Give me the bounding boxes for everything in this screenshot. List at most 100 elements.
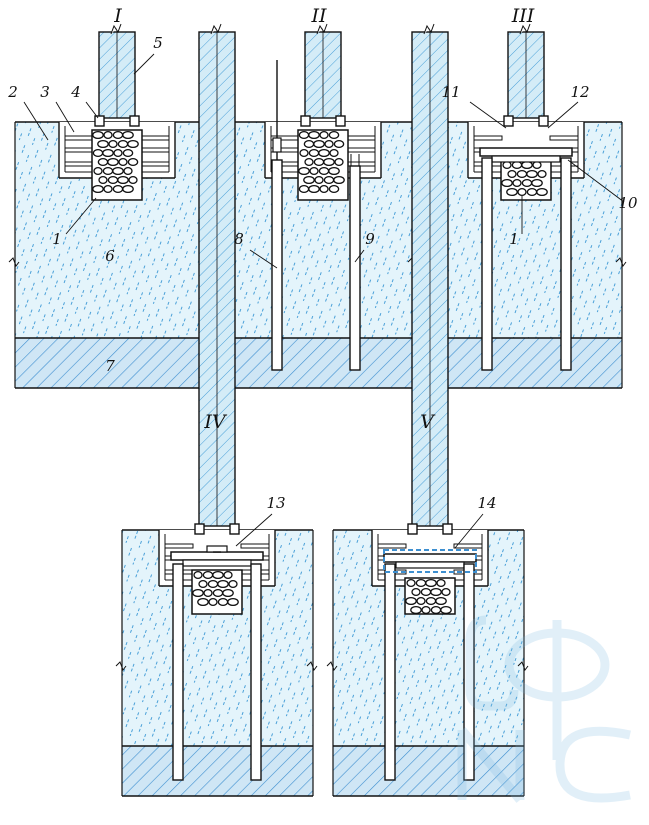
stage-panel-s2 bbox=[216, 23, 419, 389]
stone bbox=[324, 139, 334, 149]
stone bbox=[127, 139, 139, 149]
bearing-pad-left bbox=[300, 115, 311, 127]
stage-panel-s1 bbox=[8, 23, 211, 389]
beam-plate bbox=[182, 559, 252, 567]
stone bbox=[197, 597, 209, 607]
callout-s1-0: 1 bbox=[52, 230, 62, 248]
left-break-mark bbox=[326, 661, 338, 672]
stone bbox=[507, 169, 517, 179]
callout-s3-3: 1 bbox=[509, 230, 519, 248]
stone bbox=[405, 596, 417, 606]
stone bbox=[208, 597, 218, 607]
callout-s3-0: 11 bbox=[441, 83, 460, 101]
stone bbox=[227, 597, 239, 607]
stone bbox=[299, 148, 309, 158]
bearing-pad-right bbox=[129, 115, 140, 127]
stone bbox=[526, 187, 538, 197]
stone bbox=[128, 175, 138, 185]
rubble-stones bbox=[500, 159, 552, 201]
stone bbox=[329, 148, 339, 158]
stage-label-s5: V bbox=[420, 411, 436, 433]
pile-0 bbox=[481, 157, 493, 371]
stone bbox=[303, 175, 315, 185]
stone bbox=[411, 587, 421, 597]
stone bbox=[122, 184, 134, 194]
stone bbox=[192, 588, 204, 598]
strut-right-1 bbox=[346, 147, 376, 153]
strut-left-0 bbox=[377, 543, 407, 549]
wall-column bbox=[411, 23, 449, 527]
stone bbox=[333, 139, 345, 149]
stone bbox=[304, 157, 314, 167]
pile-0 bbox=[172, 563, 184, 781]
callout-leader bbox=[23, 101, 49, 141]
callout-leader bbox=[454, 513, 484, 549]
strut-left-0 bbox=[473, 135, 503, 141]
beam-plate bbox=[491, 155, 561, 163]
bearing-pad-right bbox=[229, 523, 240, 535]
stone bbox=[328, 184, 340, 194]
dense-soil-layer bbox=[122, 746, 313, 796]
stone bbox=[531, 178, 543, 188]
drilled-casing bbox=[271, 159, 283, 371]
stone bbox=[537, 169, 547, 179]
dense-soil-layer bbox=[223, 338, 414, 388]
strut-left-0 bbox=[164, 543, 194, 549]
left-break-mark bbox=[115, 661, 127, 672]
stone bbox=[212, 588, 224, 598]
stone bbox=[425, 596, 437, 606]
callout-s1-3: 4 bbox=[70, 83, 81, 101]
strut-right-0 bbox=[140, 135, 170, 141]
callout-s2-0: 8 bbox=[234, 230, 244, 248]
jack-head bbox=[206, 545, 228, 553]
stone bbox=[430, 587, 442, 597]
dense-soil-layer bbox=[333, 746, 524, 796]
dense-soil-layer bbox=[15, 338, 206, 388]
stone bbox=[298, 184, 310, 194]
stone bbox=[512, 178, 522, 188]
stone bbox=[298, 166, 310, 176]
stone bbox=[127, 157, 139, 167]
rubble-stones bbox=[91, 129, 143, 201]
stone bbox=[517, 187, 527, 197]
callout-s2-1: 9 bbox=[365, 230, 375, 248]
stone bbox=[97, 157, 109, 167]
stone bbox=[298, 130, 310, 140]
stone bbox=[93, 166, 103, 176]
callout-leader bbox=[469, 101, 507, 129]
column-break-mark bbox=[423, 23, 435, 35]
pile-installed bbox=[349, 165, 361, 371]
stone bbox=[502, 160, 512, 170]
callout-s3-2: 10 bbox=[618, 194, 638, 212]
stone bbox=[425, 578, 437, 588]
stone bbox=[511, 160, 523, 170]
stage-label-s2: II bbox=[310, 5, 327, 27]
wall-column bbox=[198, 23, 236, 527]
bearing-pad-left bbox=[94, 115, 105, 127]
strut-right-0 bbox=[346, 135, 376, 141]
callout-s5-0: 14 bbox=[477, 494, 496, 512]
drill-head bbox=[272, 137, 282, 153]
stone bbox=[193, 570, 203, 580]
wall-column bbox=[304, 23, 342, 119]
bearing-pad-left bbox=[503, 115, 514, 127]
callout-s3-1: 12 bbox=[570, 83, 589, 101]
stone bbox=[318, 148, 330, 158]
strut-right-1 bbox=[140, 147, 170, 153]
stone bbox=[103, 184, 113, 194]
cross-beam bbox=[383, 553, 477, 563]
callout-s1-5: 6 bbox=[105, 247, 115, 265]
callout-s4-0: 13 bbox=[266, 494, 285, 512]
callout-leader bbox=[249, 249, 278, 269]
dense-soil-layer bbox=[431, 338, 622, 388]
bearing-pad-right bbox=[335, 115, 346, 127]
pile-0 bbox=[384, 563, 396, 781]
stage-label-s4: IV bbox=[203, 411, 228, 433]
stone bbox=[436, 578, 446, 588]
stone bbox=[92, 130, 104, 140]
stone bbox=[501, 178, 513, 188]
stone bbox=[406, 578, 416, 588]
pile-1 bbox=[560, 157, 572, 371]
